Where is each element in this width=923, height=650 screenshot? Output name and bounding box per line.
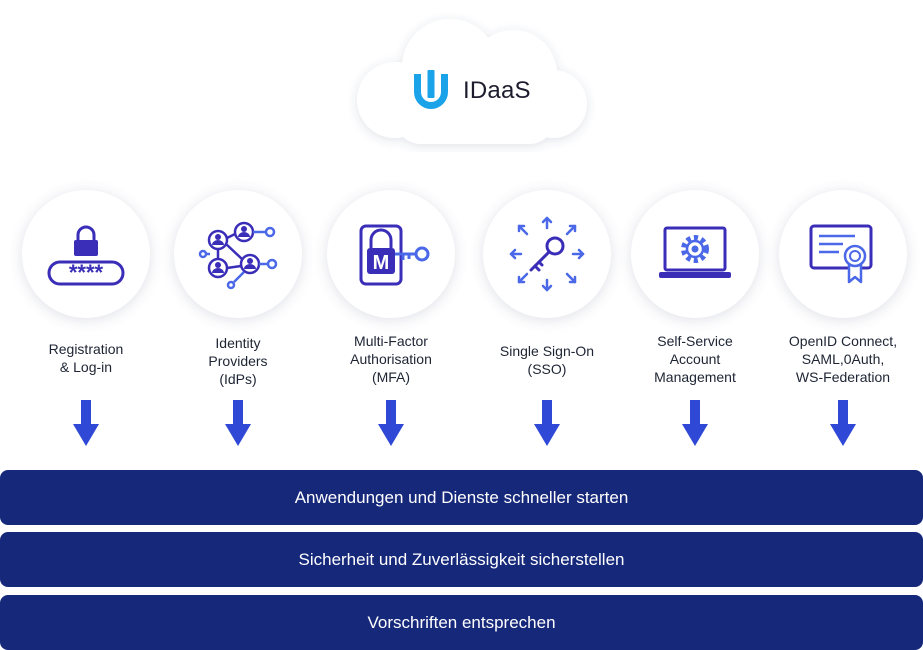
arrow-down-icon <box>225 400 251 446</box>
identity-network-icon <box>198 221 278 290</box>
arrow-down-icon <box>73 400 99 446</box>
feature-circle <box>779 190 907 318</box>
arrow-down-icon <box>534 400 560 446</box>
password-lock-icon: **** <box>47 225 125 286</box>
feature-circle <box>174 190 302 318</box>
mfa-key-icon: M <box>359 224 430 286</box>
feature-circle: M <box>327 190 455 318</box>
feature-label: Identity Providers (IdPs) <box>208 335 268 387</box>
feature-label: Multi-Factor Authorisation (MFA) <box>350 333 432 385</box>
arrow-down-icon <box>682 400 708 446</box>
feature-circle <box>631 190 759 318</box>
feature-label: OpenID Connect, SAML,0Auth, WS-Federatio… <box>788 333 898 385</box>
feature-label: Registration & Log-in <box>48 341 124 375</box>
feature-label: Self-Service Account Management <box>654 333 736 385</box>
brand-name: IDaaS <box>463 77 531 104</box>
benefit-bar-launch: Anwendungen und Dienste schneller starte… <box>0 470 923 525</box>
cloud-shape <box>357 19 587 144</box>
idaas-logo-icon <box>414 70 448 109</box>
benefit-bar-compliance: Vorschriften entsprechen <box>0 595 923 650</box>
benefit-bar-security: Sicherheit und Zuverlässigkeit sicherste… <box>0 532 923 587</box>
arrow-down-icon <box>830 400 856 446</box>
arrow-down-icon <box>378 400 404 446</box>
feature-circle: **** <box>22 190 150 318</box>
certificate-icon <box>809 224 873 284</box>
svg-text:****: **** <box>69 260 104 285</box>
laptop-gear-icon <box>659 226 731 278</box>
feature-circle <box>483 190 611 318</box>
feature-label: Single Sign-On (SSO) <box>499 343 595 377</box>
sso-key-icon <box>509 216 585 292</box>
svg-text:M: M <box>373 252 390 274</box>
